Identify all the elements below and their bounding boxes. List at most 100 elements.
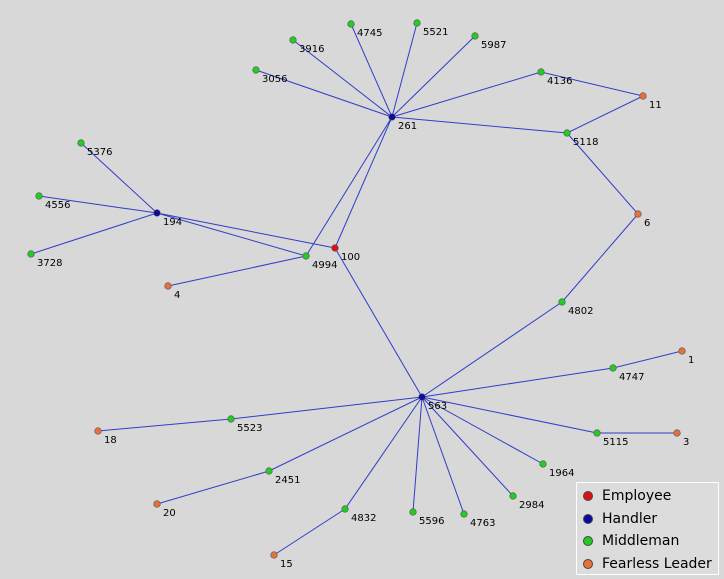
node-4802[interactable] bbox=[558, 298, 566, 306]
edge-261-100 bbox=[334, 116, 393, 249]
node-label-4556: 4556 bbox=[45, 200, 70, 211]
node-label-4: 4 bbox=[174, 290, 180, 301]
edge-563-4832 bbox=[344, 396, 423, 510]
node-4832[interactable] bbox=[341, 505, 349, 513]
node-4136[interactable] bbox=[537, 68, 545, 76]
node-4994[interactable] bbox=[302, 252, 310, 260]
node-label-261: 261 bbox=[398, 121, 417, 132]
handler-dot-icon bbox=[583, 513, 593, 524]
node-3[interactable] bbox=[673, 429, 681, 437]
node-5521[interactable] bbox=[413, 19, 421, 27]
edge-194-100 bbox=[156, 212, 336, 249]
node-5115[interactable] bbox=[593, 429, 601, 437]
node-label-1: 1 bbox=[688, 355, 694, 366]
node-563[interactable] bbox=[418, 393, 426, 401]
edge-261-4136 bbox=[391, 71, 542, 118]
node-4763[interactable] bbox=[460, 510, 468, 518]
legend-item-employee: Employee bbox=[583, 485, 718, 508]
node-label-4136: 4136 bbox=[547, 76, 572, 87]
edge-4832-15 bbox=[273, 508, 346, 556]
edge-4747-1 bbox=[612, 350, 683, 369]
node-label-4994: 4994 bbox=[312, 260, 337, 271]
legend-label: Middleman bbox=[602, 533, 680, 550]
edge-4994-4 bbox=[167, 255, 307, 287]
node-label-3916: 3916 bbox=[299, 44, 324, 55]
edge-563-4763 bbox=[421, 396, 465, 515]
node-label-15: 15 bbox=[280, 559, 293, 570]
node-4[interactable] bbox=[164, 282, 172, 290]
edge-5523-18 bbox=[97, 418, 232, 432]
legend-item-handler: Handler bbox=[583, 508, 718, 531]
edge-563-1964 bbox=[421, 396, 544, 465]
legend-label: Fearless Leader bbox=[602, 555, 712, 572]
node-5376[interactable] bbox=[77, 139, 85, 147]
node-label-1964: 1964 bbox=[549, 468, 574, 479]
edge-194-4994 bbox=[156, 212, 307, 257]
node-label-5987: 5987 bbox=[481, 40, 506, 51]
node-3728[interactable] bbox=[27, 250, 35, 258]
node-label-194: 194 bbox=[163, 217, 182, 228]
node-3916[interactable] bbox=[289, 36, 297, 44]
nodes-layer bbox=[27, 19, 686, 559]
edge-261-4745 bbox=[350, 23, 393, 118]
node-5596[interactable] bbox=[409, 508, 417, 516]
edge-6-4802 bbox=[561, 213, 639, 303]
node-label-11: 11 bbox=[649, 100, 662, 111]
edge-194-5376 bbox=[80, 142, 158, 214]
node-18[interactable] bbox=[94, 427, 102, 435]
node-label-4745: 4745 bbox=[357, 28, 382, 39]
edge-5118-11 bbox=[566, 95, 644, 134]
node-label-3: 3 bbox=[683, 437, 689, 448]
edge-100-563 bbox=[334, 247, 423, 398]
node-3056[interactable] bbox=[252, 66, 260, 74]
node-label-5115: 5115 bbox=[603, 437, 628, 448]
node-label-2451: 2451 bbox=[275, 475, 300, 486]
node-1964[interactable] bbox=[539, 460, 547, 468]
node-100[interactable] bbox=[331, 244, 339, 252]
node-5523[interactable] bbox=[227, 415, 235, 423]
node-194[interactable] bbox=[153, 209, 161, 217]
node-20[interactable] bbox=[153, 500, 161, 508]
edge-563-5523 bbox=[230, 396, 423, 420]
node-4745[interactable] bbox=[347, 20, 355, 28]
edge-261-3916 bbox=[292, 39, 393, 118]
node-1[interactable] bbox=[678, 347, 686, 355]
edge-563-2984 bbox=[421, 396, 514, 497]
node-2451[interactable] bbox=[265, 467, 273, 475]
node-5118[interactable] bbox=[563, 129, 571, 137]
node-4556[interactable] bbox=[35, 192, 43, 200]
legend-label: Handler bbox=[602, 510, 658, 527]
edge-261-5521 bbox=[391, 22, 418, 118]
edge-261-5987 bbox=[391, 35, 476, 118]
edge-261-4994 bbox=[305, 116, 393, 257]
fearless-leader-dot-icon bbox=[583, 558, 593, 569]
node-5987[interactable] bbox=[471, 32, 479, 40]
edge-261-5118 bbox=[391, 116, 568, 134]
edge-563-5115 bbox=[421, 396, 598, 434]
node-15[interactable] bbox=[270, 551, 278, 559]
node-label-563: 563 bbox=[428, 401, 447, 412]
employee-dot-icon bbox=[583, 491, 593, 502]
node-label-4763: 4763 bbox=[470, 518, 495, 529]
node-label-5521: 5521 bbox=[423, 27, 448, 38]
node-11[interactable] bbox=[639, 92, 647, 100]
node-label-4802: 4802 bbox=[568, 306, 593, 317]
node-2984[interactable] bbox=[509, 492, 517, 500]
node-label-4832: 4832 bbox=[351, 513, 376, 524]
node-4747[interactable] bbox=[609, 364, 617, 372]
legend-item-fearless-leader: Fearless Leader bbox=[583, 553, 718, 576]
node-6[interactable] bbox=[634, 210, 642, 218]
middleman-dot-icon bbox=[583, 536, 593, 547]
node-label-18: 18 bbox=[104, 435, 117, 446]
node-label-4747: 4747 bbox=[619, 372, 644, 383]
node-label-5376: 5376 bbox=[87, 147, 112, 158]
node-261[interactable] bbox=[388, 113, 396, 121]
edge-4802-563 bbox=[421, 301, 563, 398]
node-label-5523: 5523 bbox=[237, 423, 262, 434]
edge-5118-6 bbox=[566, 132, 639, 215]
edge-261-3056 bbox=[255, 69, 393, 118]
node-label-3728: 3728 bbox=[37, 258, 62, 269]
node-label-20: 20 bbox=[163, 508, 176, 519]
node-label-2984: 2984 bbox=[519, 500, 544, 511]
